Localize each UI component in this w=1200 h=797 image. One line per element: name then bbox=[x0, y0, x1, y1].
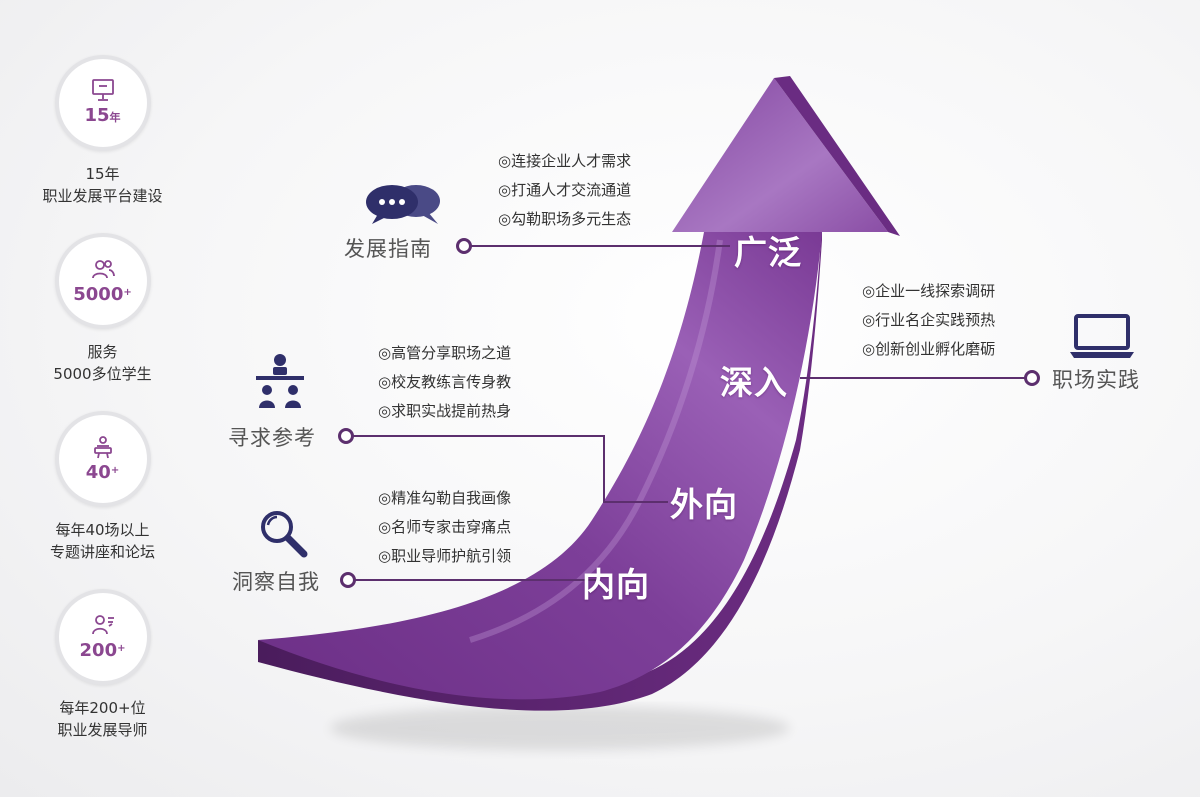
arrow-edge bbox=[258, 222, 822, 711]
arrow-head bbox=[672, 78, 888, 232]
bullet-item: ◎求职实战提前热身 bbox=[378, 402, 512, 420]
bullet-item: ◎名师专家击穿痛点 bbox=[378, 518, 512, 536]
stage-label-seek-reference: 寻求参考 bbox=[228, 426, 316, 450]
stage-bullets-workplace-practice: ◎企业一线探索调研 ◎行业名企实践预热 ◎创新创业孵化磨砺 bbox=[862, 277, 995, 364]
arrow-body bbox=[258, 232, 822, 700]
bullet-item: ◎连接企业人才需求 bbox=[498, 152, 632, 170]
arrow-highlight bbox=[469, 239, 723, 643]
connector-line-2 bbox=[348, 435, 668, 503]
connector-dot-2 bbox=[338, 428, 354, 444]
stage-bullets-seek-reference: ◎高管分享职场之道 ◎校友教练言传身教 ◎求职实战提前热身 bbox=[378, 339, 511, 426]
bullet-item: ◎校友教练言传身教 bbox=[378, 373, 512, 391]
magnifier-icon bbox=[261, 511, 308, 558]
stage-label-self-insight: 洞察自我 bbox=[232, 570, 320, 594]
stat-description: 每年200+位 职业发展导师 bbox=[57, 699, 148, 739]
stat-students-served: 5000+ 服务 5000多位学生 bbox=[20, 233, 185, 385]
stage-bullets-development-guide: ◎连接企业人才需求 ◎打通人才交流通道 ◎勾勒职场多元生态 bbox=[498, 147, 631, 234]
bullet-item: ◎打通人才交流通道 bbox=[498, 181, 632, 199]
stat-number: 40+ bbox=[85, 462, 120, 483]
presentation-icon bbox=[256, 354, 304, 408]
lecture-icon bbox=[93, 436, 112, 459]
connector-dot-4 bbox=[456, 238, 472, 254]
arrow-head-side bbox=[774, 76, 900, 236]
bullet-item: ◎勾勒职场多元生态 bbox=[498, 210, 632, 228]
stat-circle: 15年 bbox=[54, 55, 151, 151]
bullet-item: ◎高管分享职场之道 bbox=[378, 344, 512, 362]
arrow-word-outward: 外向 bbox=[670, 485, 738, 524]
stat-description: 每年40场以上 专题讲座和论坛 bbox=[49, 521, 155, 561]
stat-number: 5000+ bbox=[73, 284, 132, 305]
stat-mentors: 200+ 每年200+位 职业发展导师 bbox=[20, 589, 185, 741]
connector-dot-3 bbox=[1024, 370, 1040, 386]
mentor-icon bbox=[91, 615, 114, 635]
stat-description: 服务 5000多位学生 bbox=[53, 343, 152, 383]
stat-lectures: 40+ 每年40场以上 专题讲座和论坛 bbox=[20, 411, 185, 563]
stat-circle: 40+ bbox=[54, 411, 151, 507]
stat-number: 200+ bbox=[79, 640, 126, 661]
stat-number: 15年 bbox=[84, 105, 121, 126]
connector-dot-1 bbox=[340, 572, 356, 588]
bullet-item: ◎企业一线探索调研 bbox=[862, 282, 996, 300]
arrow-word-broad: 广泛 bbox=[734, 233, 802, 272]
stage-bullets-self-insight: ◎精准勾勒自我画像 ◎名师专家击穿痛点 ◎职业导师护航引领 bbox=[378, 484, 511, 571]
chat-bubbles-icon bbox=[366, 185, 440, 224]
monitor-icon bbox=[91, 79, 114, 101]
stage-label-development-guide: 发展指南 bbox=[344, 237, 432, 261]
stat-circle: 5000+ bbox=[54, 233, 151, 329]
stat-description: 15年 职业发展平台建设 bbox=[42, 165, 163, 205]
arrow-word-inward: 内向 bbox=[582, 565, 650, 604]
stat-circle: 200+ bbox=[54, 589, 151, 685]
arrow-word-deep: 深入 bbox=[720, 363, 788, 402]
stat-platform-years: 15年 15年 职业发展平台建设 bbox=[20, 55, 185, 207]
stage-label-workplace-practice: 职场实践 bbox=[1052, 368, 1140, 392]
bullet-item: ◎创新创业孵化磨砺 bbox=[862, 340, 996, 358]
bullet-item: ◎行业名企实践预热 bbox=[862, 311, 996, 329]
bullet-item: ◎精准勾勒自我画像 bbox=[378, 489, 512, 507]
arrow-shadow bbox=[330, 706, 790, 750]
bullet-item: ◎职业导师护航引领 bbox=[378, 547, 512, 565]
laptop-icon bbox=[1070, 314, 1134, 358]
users-icon bbox=[91, 260, 115, 279]
